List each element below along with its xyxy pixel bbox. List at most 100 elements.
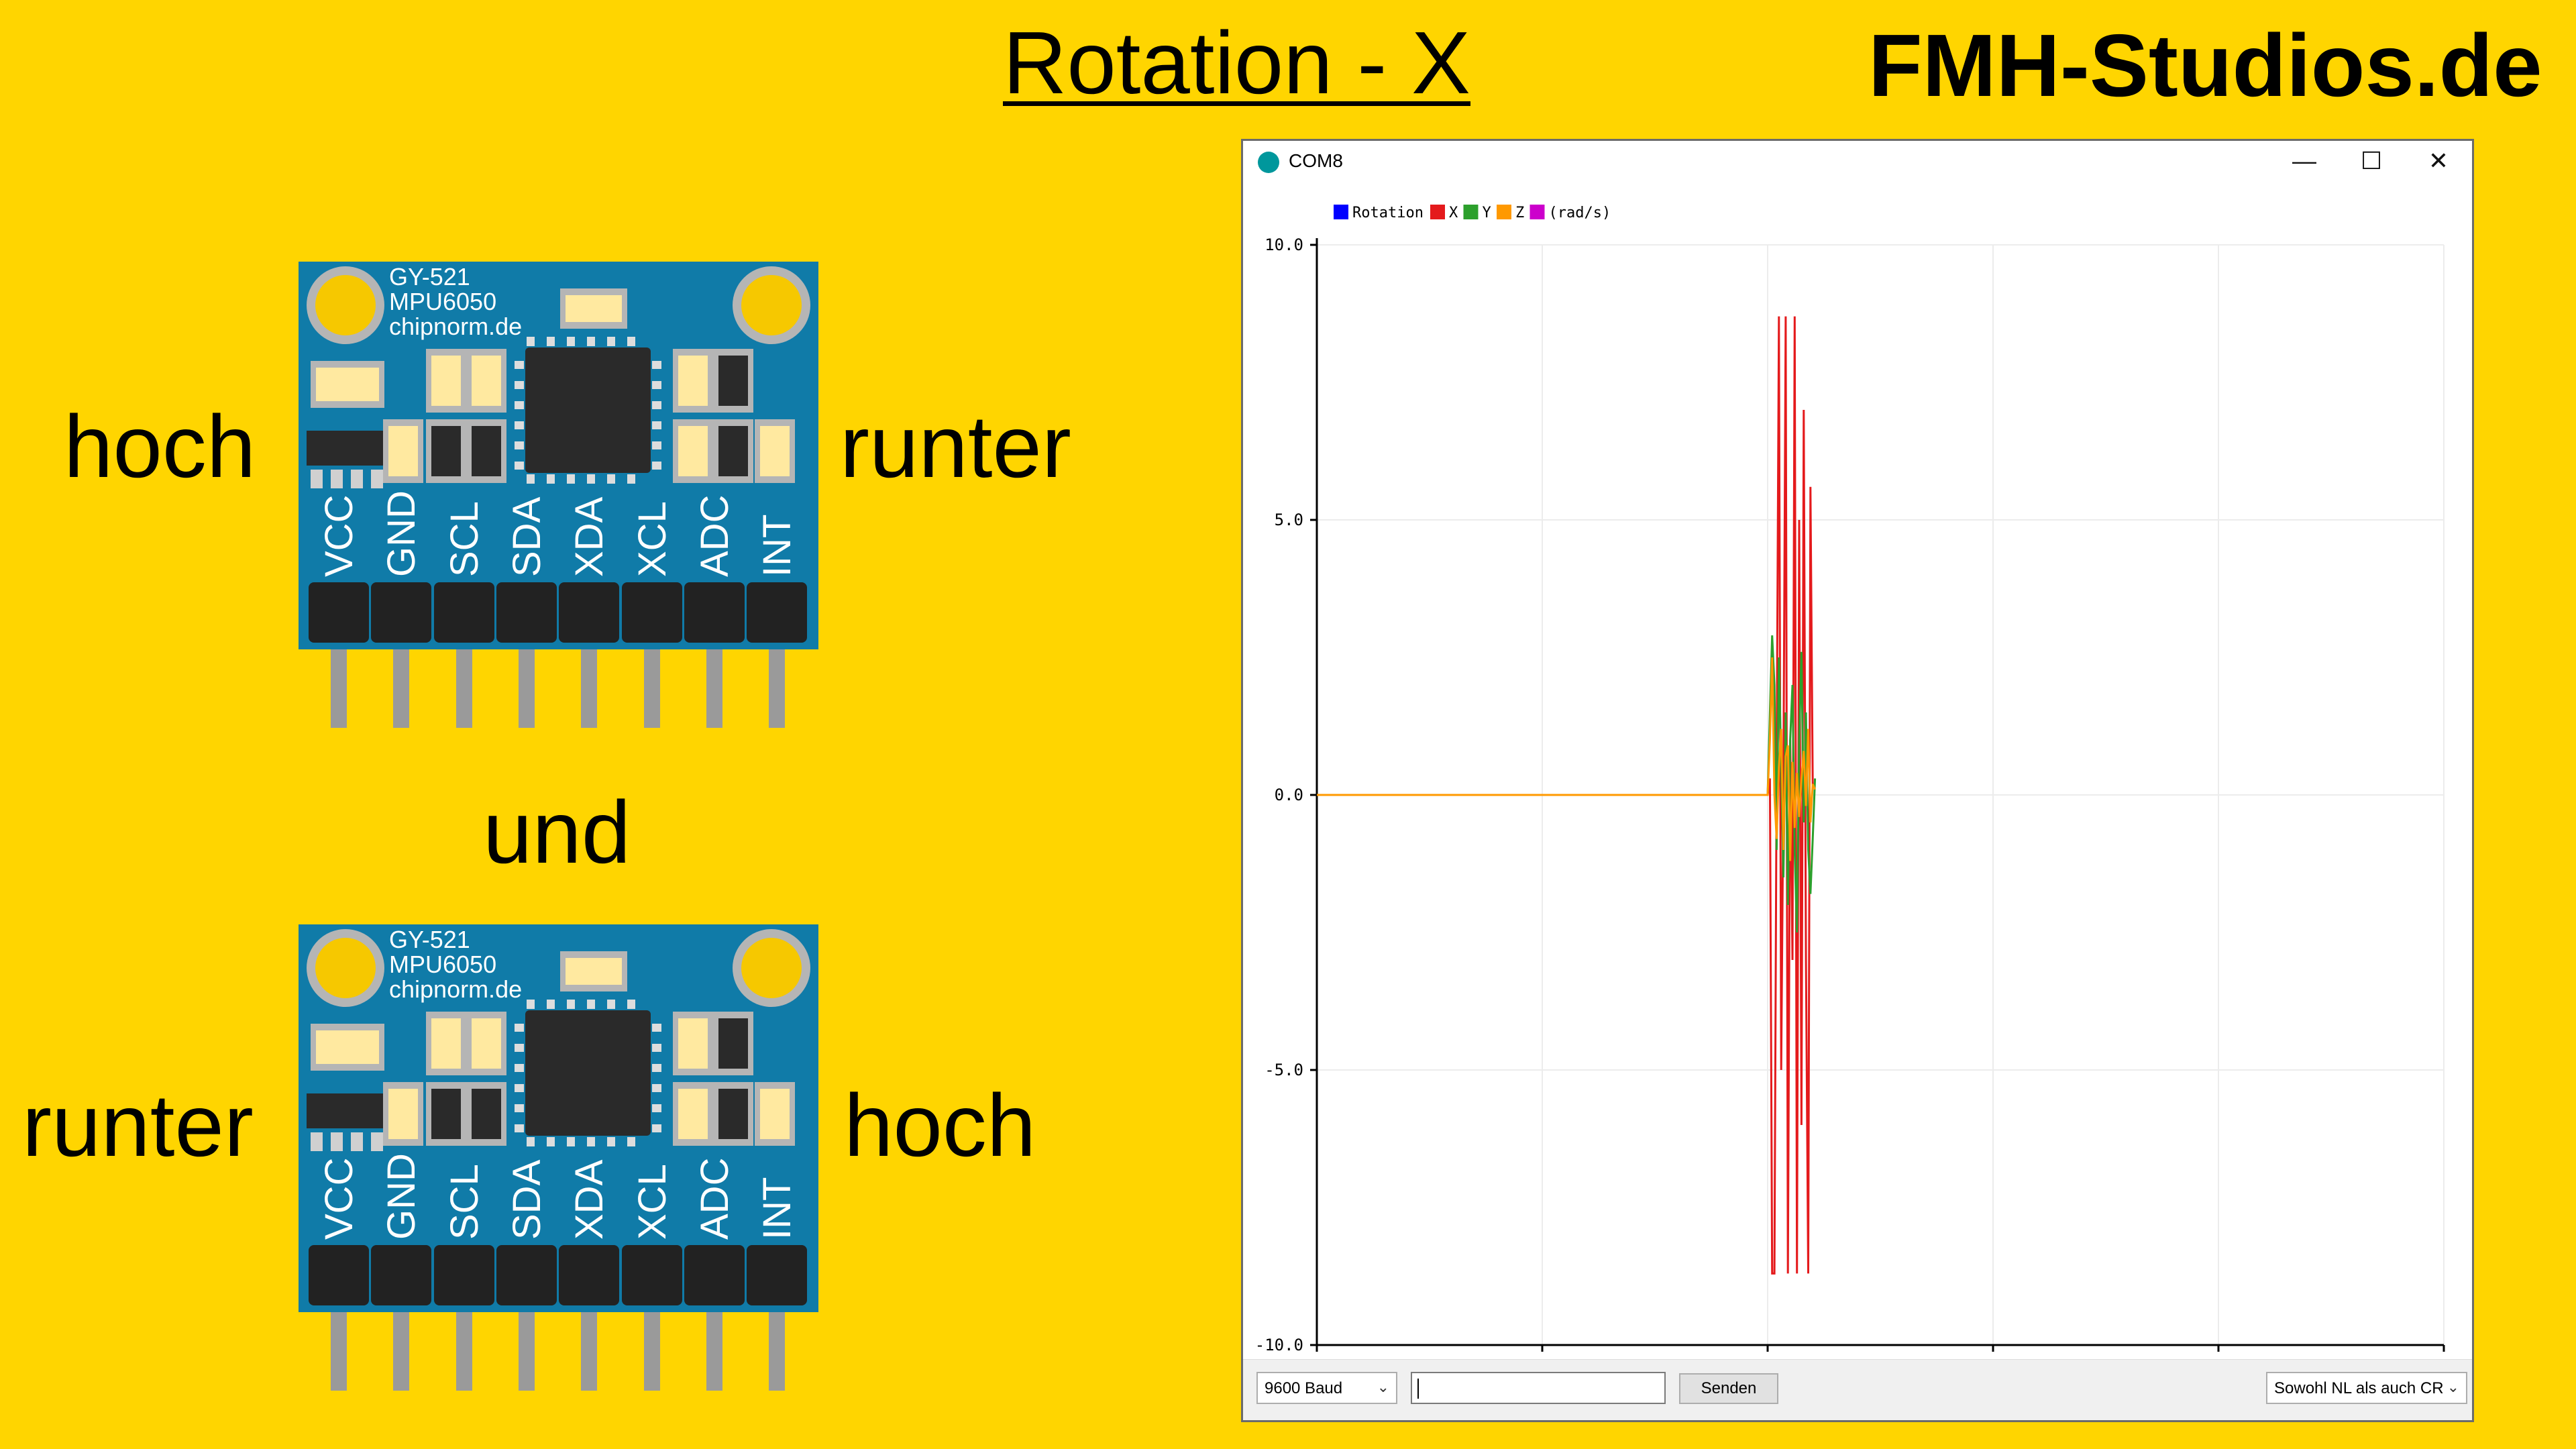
smd-component xyxy=(678,426,708,476)
chip-pad xyxy=(567,474,575,484)
message-input[interactable] xyxy=(1411,1372,1666,1404)
y-tick-label: -10.0 xyxy=(1255,1336,1303,1354)
smd-component xyxy=(472,1018,501,1069)
y-tick-label: -5.0 xyxy=(1265,1061,1303,1079)
chip-pad xyxy=(547,1000,555,1009)
chip-pad xyxy=(652,1104,661,1112)
chip-pad xyxy=(547,1137,555,1146)
legend-label: (rad/s) xyxy=(1549,205,1611,221)
y-tick-label: 0.0 xyxy=(1275,786,1303,804)
baud-select[interactable]: 9600 Baud ⌄ xyxy=(1256,1372,1397,1404)
pin-header-block xyxy=(559,1245,619,1305)
mounting-hole-pad xyxy=(741,275,802,335)
pin-header-block xyxy=(434,582,494,643)
chevron-down-icon: ⌄ xyxy=(2447,1379,2459,1395)
chip-pad xyxy=(567,337,575,346)
pin-label: GND xyxy=(380,1153,423,1240)
minimize-button[interactable]: — xyxy=(2271,141,2338,181)
chip-pad xyxy=(652,401,661,409)
board-model: GY-521 xyxy=(389,263,470,290)
pin-label: ADC xyxy=(693,495,737,577)
smd-component xyxy=(718,356,748,406)
pin-header-block xyxy=(622,582,682,643)
smd-component xyxy=(718,1089,748,1139)
mpu-chip xyxy=(525,1010,651,1136)
regulator xyxy=(307,431,386,466)
pin-header-block xyxy=(309,1245,369,1305)
board-model: GY-521 xyxy=(389,926,470,953)
chip-pad xyxy=(515,1064,524,1072)
chip-pad xyxy=(607,337,615,346)
smd-component xyxy=(472,1089,501,1139)
series-line-y xyxy=(1317,635,1817,933)
chip-pad xyxy=(627,1000,635,1009)
smd-component xyxy=(678,356,708,406)
chip-pad xyxy=(515,1044,524,1052)
header-pin xyxy=(769,637,785,728)
legend-swatch xyxy=(1497,205,1511,219)
chip-pad xyxy=(587,474,595,484)
regulator-leg xyxy=(311,1132,323,1151)
pin-header-block xyxy=(747,582,807,643)
header-pin xyxy=(769,1300,785,1391)
send-button[interactable]: Senden xyxy=(1679,1373,1778,1404)
chip-pad xyxy=(515,1084,524,1092)
pin-header-block xyxy=(434,1245,494,1305)
label-top-left: hoch xyxy=(64,397,256,496)
chip-pad xyxy=(607,1137,615,1146)
smd-component xyxy=(431,1018,461,1069)
header-pin xyxy=(644,637,660,728)
chip-pad xyxy=(652,381,661,389)
close-button[interactable]: ✕ xyxy=(2405,141,2472,181)
pin-label: SCL xyxy=(443,501,486,577)
board-chip: MPU6050 xyxy=(389,288,496,315)
pin-label: VCC xyxy=(317,1158,361,1240)
smd-component xyxy=(678,1089,708,1139)
chip-pad xyxy=(515,441,524,449)
header-pin xyxy=(331,637,347,728)
baud-value: 9600 Baud xyxy=(1265,1379,1343,1397)
line-ending-value: Sowohl NL als auch CR xyxy=(2274,1379,2444,1397)
chip-pad xyxy=(515,361,524,369)
smd-component xyxy=(760,426,790,476)
pin-label: INT xyxy=(755,515,799,577)
pin-header-block xyxy=(496,582,557,643)
legend-swatch xyxy=(1529,205,1545,219)
smd-component xyxy=(388,426,418,476)
serial-plotter-window[interactable]: COM8 — ☐ ✕ 10.05.00.0-5.0-10.03613623633… xyxy=(1241,139,2474,1422)
header-pin xyxy=(644,1300,660,1391)
brand-name: FMH-Studios.de xyxy=(1868,16,2542,115)
minimize-icon: — xyxy=(2292,147,2316,174)
smd-component xyxy=(718,426,748,476)
arduino-icon xyxy=(1258,152,1279,173)
pin-header-block xyxy=(371,582,431,643)
line-ending-select[interactable]: Sowohl NL als auch CR ⌄ xyxy=(2266,1372,2467,1404)
window-title: COM8 xyxy=(1289,150,1343,171)
header-pin xyxy=(581,637,597,728)
regulator-leg xyxy=(371,1132,383,1151)
regulator-leg xyxy=(331,470,343,488)
legend-swatch xyxy=(1334,205,1348,219)
pin-header-block xyxy=(309,582,369,643)
chip-pad xyxy=(652,1024,661,1032)
chip-pad xyxy=(627,474,635,484)
chip-pad xyxy=(587,1137,595,1146)
maximize-button[interactable]: ☐ xyxy=(2338,141,2405,181)
smd-component xyxy=(431,1089,461,1139)
y-tick-label: 10.0 xyxy=(1265,235,1303,254)
maximize-icon: ☐ xyxy=(2360,147,2383,174)
smd-component xyxy=(566,295,622,322)
chip-pad xyxy=(652,1084,661,1092)
header-pin xyxy=(706,1300,722,1391)
header-pin xyxy=(706,637,722,728)
pin-label: VCC xyxy=(317,495,361,577)
pin-label: XCL xyxy=(631,501,674,577)
smd-component xyxy=(431,356,461,406)
smd-component xyxy=(388,1089,418,1139)
title-bar[interactable]: COM8 — ☐ ✕ xyxy=(1243,141,2472,181)
regulator-leg xyxy=(331,1132,343,1151)
pin-header-block xyxy=(684,582,745,643)
pin-label: ADC xyxy=(693,1158,737,1240)
chip-pad xyxy=(652,421,661,429)
chip-pad xyxy=(607,474,615,484)
